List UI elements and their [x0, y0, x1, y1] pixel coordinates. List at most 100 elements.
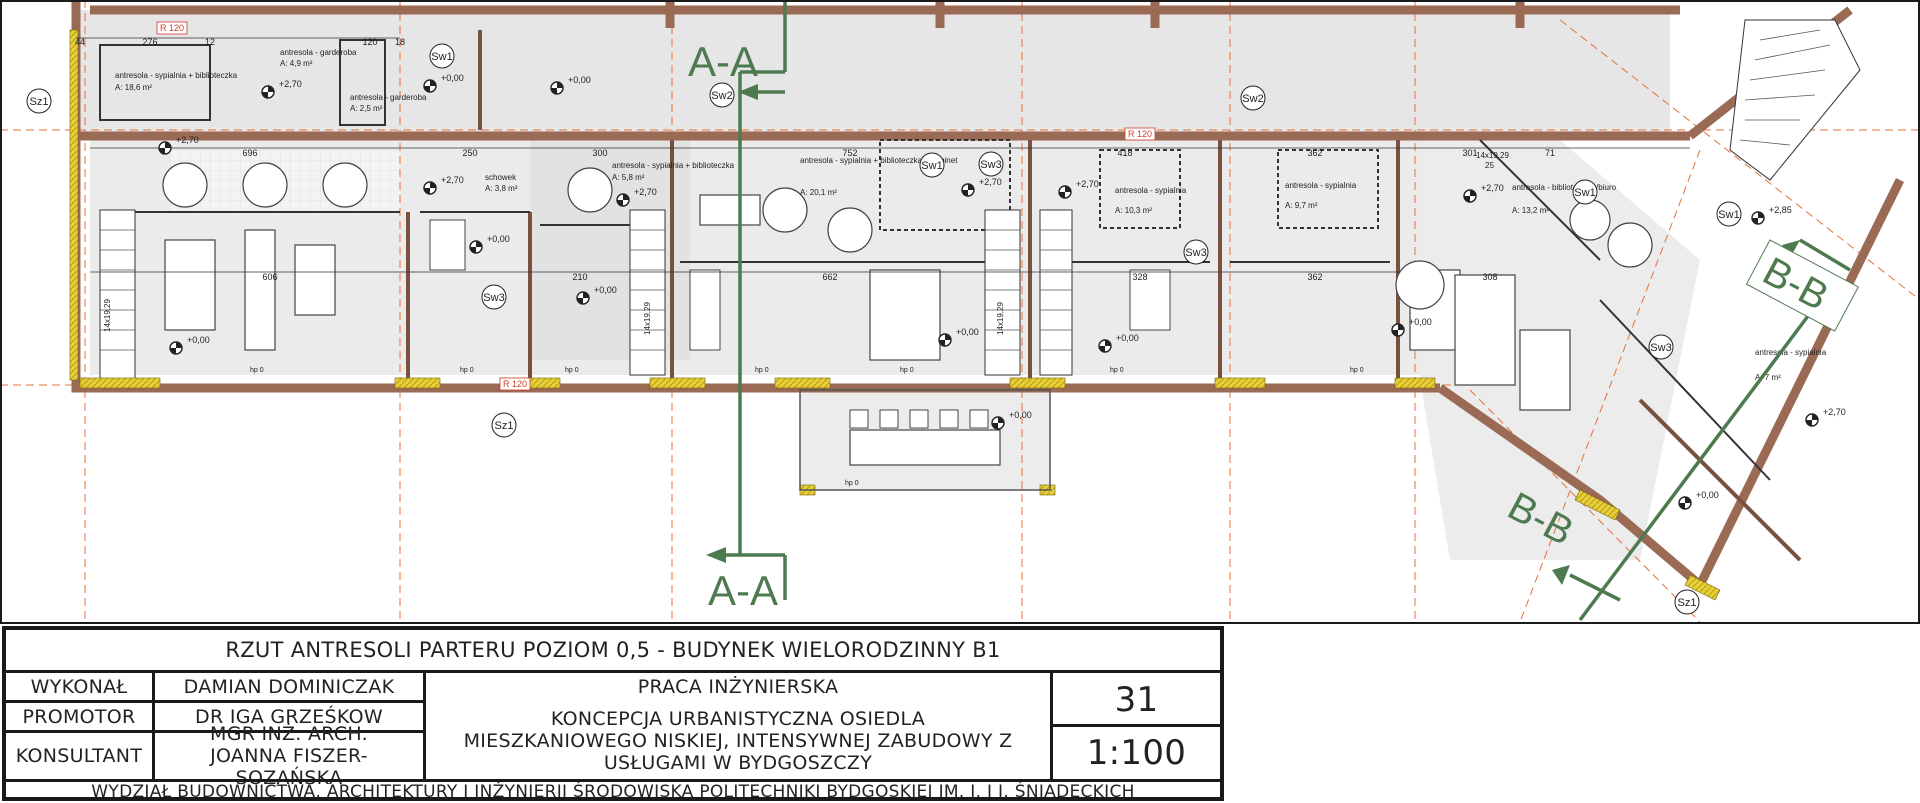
room-area: A: 9,7 m²	[1285, 201, 1318, 210]
room-area: A: 13,2 m²	[1512, 206, 1549, 215]
dim-label: 300	[592, 148, 607, 158]
stair-label: 14x19,29	[1476, 151, 1509, 160]
fire-rating-label: R 120	[160, 23, 184, 33]
fire-rating-label: R 120	[503, 379, 527, 389]
window-tag: Sw3	[1650, 342, 1671, 354]
room-area: A: 18,6 m²	[115, 83, 152, 92]
level-label: +2,70	[634, 187, 657, 197]
level-label: +0,00	[956, 327, 979, 337]
level-label: +0,00	[1009, 410, 1032, 420]
level-label: +0,00	[187, 335, 210, 345]
dim-label: 250	[462, 148, 477, 158]
dim-label: 308	[1482, 272, 1497, 282]
hp-label: hp 0	[250, 367, 264, 374]
drawing-title: RZUT ANTRESOLI PARTERU POZIOM 0,5 - BUDY…	[225, 638, 1001, 662]
hp-label: hp 0	[845, 480, 859, 487]
level-label: +2,70	[979, 177, 1002, 187]
room-area: A: 3,8 m²	[485, 184, 518, 193]
level-label: +0,00	[487, 234, 510, 244]
dim-label: 12	[205, 37, 215, 47]
room-area: A: 4,9 m²	[280, 59, 313, 68]
drawing-scale: 1:100	[1086, 733, 1187, 773]
sheet-number: 31	[1114, 679, 1159, 720]
dim-label: 120	[362, 37, 377, 47]
faculty-name: WYDZIAŁ BUDOWNICTWA, ARCHITEKTURY I INŻY…	[91, 781, 1135, 802]
fire-rating-label: R 120	[1128, 129, 1152, 139]
stair-label: 14x19,29	[996, 302, 1005, 335]
window-tag: Sw3	[1185, 247, 1206, 259]
section-label-aa-bottom: A-A	[708, 567, 778, 614]
room-name: antresola - sypialnia	[1115, 186, 1187, 195]
room-area: A: 5,8 m²	[612, 173, 645, 182]
project-name: KONCEPCJA URBANISTYCZNA OSIEDLA MIESZKAN…	[463, 708, 1013, 774]
room-name: antresola - sypialnia	[1755, 348, 1827, 357]
window-tag: Sw2	[711, 90, 732, 102]
room-name: antresola - garderoba	[280, 48, 357, 57]
floor-plan: 44 276 12 120 18 696 250 300 752 418 362…	[0, 0, 1920, 624]
dim-label: 44	[75, 37, 85, 47]
author-value: DAMIAN DOMINICZAK	[183, 675, 395, 698]
hp-label: hp 0	[1110, 367, 1124, 374]
room-area: A: 10,3 m²	[1115, 206, 1152, 215]
level-label: +0,00	[568, 75, 591, 85]
level-label: +2,70	[176, 135, 199, 145]
room-name: antresola - biblioteczka /biuro	[1512, 183, 1617, 192]
dim-label: 418	[1117, 148, 1132, 158]
hp-label: hp 0	[565, 367, 579, 374]
stair-label: 14x19,29	[643, 302, 652, 335]
author-label: WYKONAŁ	[30, 675, 128, 698]
dim-label: 328	[1132, 272, 1147, 282]
window-tag: Sw3	[483, 292, 504, 304]
hp-label: hp 0	[755, 367, 769, 374]
section-label-aa-top: A-A	[688, 38, 758, 85]
dim-label: 71	[1545, 148, 1555, 158]
dim-label: 696	[242, 148, 257, 158]
supervisor-label: PROMOTOR	[22, 705, 136, 728]
level-label: +0,00	[1116, 333, 1139, 343]
room-name: antresola - sypialnia + biblioteczka	[115, 71, 238, 80]
room-area: A: 2,5 m²	[350, 104, 383, 113]
room-area: A: 7 m²	[1755, 373, 1781, 382]
consultant-label: KONSULTANT	[15, 745, 143, 767]
room-name: antresola - garderoba	[350, 93, 427, 102]
level-label: +2,85	[1769, 205, 1792, 215]
dim-label: 18	[395, 37, 405, 47]
dim-label: 662	[822, 272, 837, 282]
dim-label: 301	[1462, 148, 1477, 158]
window-tag: Sw1	[431, 51, 452, 63]
title-block: RZUT ANTRESOLI PARTERU POZIOM 0,5 - BUDY…	[2, 626, 1224, 802]
dim-label: 362	[1307, 272, 1322, 282]
hp-label: hp 0	[1350, 367, 1364, 374]
room-name: antresola - sypialnia + biblioteczka	[612, 161, 735, 170]
window-tag: Sw3	[980, 159, 1001, 171]
level-label: +0,00	[1409, 317, 1432, 327]
consultant-value: MGR INŻ. ARCH. JOANNA FISZER-SOZAŃSKA	[210, 723, 368, 789]
window-tag: Sz1	[495, 420, 514, 432]
level-label: +0,00	[594, 285, 617, 295]
dim-label: 752	[842, 148, 857, 158]
window-tag: Sw1	[1718, 209, 1739, 221]
hp-label: hp 0	[900, 367, 914, 374]
level-label: +2,70	[1076, 179, 1099, 189]
window-tag: Sw1	[1574, 187, 1595, 199]
room-area: A: 20,1 m²	[800, 188, 837, 197]
room-name: antresola - sypialnia	[1285, 181, 1357, 190]
level-label: +0,00	[1696, 490, 1719, 500]
window-tag: Sw1	[921, 160, 942, 172]
supervisor-value: DR IGA GRZEŚKOW	[195, 705, 383, 728]
stair-sub: 25	[1485, 161, 1494, 170]
dim-label: 210	[572, 272, 587, 282]
room-name: schowek	[485, 173, 517, 182]
dim-label: 276	[142, 37, 157, 47]
window-tag: Sz1	[30, 96, 49, 108]
dim-label: 606	[262, 272, 277, 282]
work-type: PRACA INŻYNIERSKA	[637, 675, 839, 698]
stair-label: 14x19,29	[103, 299, 112, 332]
level-label: +2,70	[441, 175, 464, 185]
level-label: +2,70	[1823, 407, 1846, 417]
level-label: +2,70	[279, 79, 302, 89]
level-label: +0,00	[441, 73, 464, 83]
dim-label: 362	[1307, 148, 1322, 158]
room-name: antresola - sypialnia + biblioteczka + g…	[800, 156, 958, 165]
level-label: +2,70	[1481, 183, 1504, 193]
